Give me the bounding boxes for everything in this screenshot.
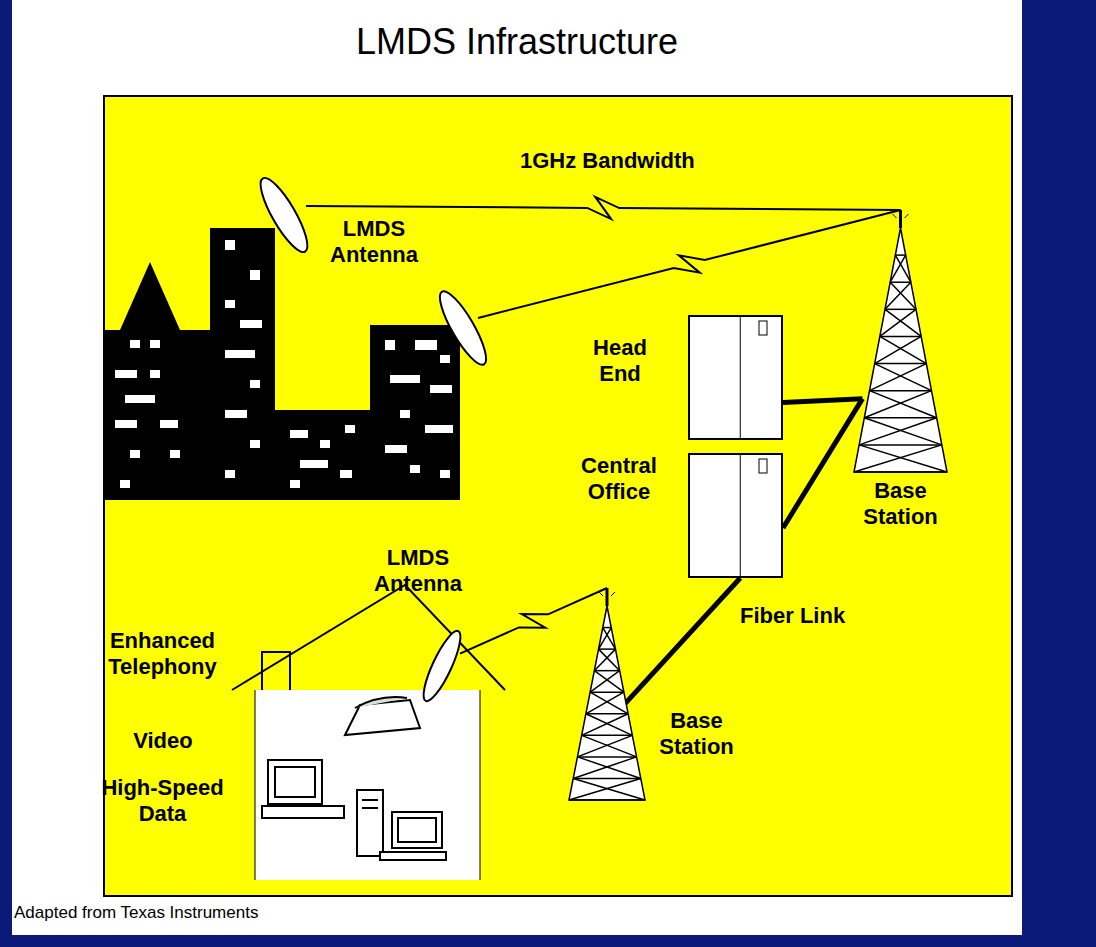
tower-lattice [569,588,645,800]
window [385,340,395,350]
window [345,425,355,433]
service-label: Video [118,728,208,754]
fiber-link [783,399,863,528]
window [130,340,140,348]
window [440,355,450,363]
window [440,470,450,478]
window [225,350,255,358]
cabinet-handle [759,321,767,335]
window [130,450,140,458]
node-label: LMDS Antenna [318,216,430,269]
house [232,585,505,880]
cabinet-body [689,316,782,439]
base-station-tower-shape [568,588,646,800]
antenna-dish [417,627,467,705]
window [115,370,137,378]
window [320,440,330,448]
wireless-link [306,197,901,219]
tower-signal-marks [599,592,615,596]
window [115,420,137,428]
window [250,380,260,388]
window [290,430,308,438]
cabinet-shape [688,453,783,578]
caption: Adapted from Texas Instruments [14,903,258,923]
antenna-dish [253,173,315,258]
window [300,460,328,468]
window [160,420,178,428]
window [290,480,300,488]
window [225,410,247,418]
base-station-tower-shape [853,210,948,472]
lmds-antenna-shape [424,625,460,707]
lmds-antenna: LMDS Antenna [424,625,460,707]
node-label: Head End [570,335,670,388]
window [415,340,437,350]
base-station-tower: Base Station [853,210,948,472]
node-label: LMDS Antenna [362,545,474,598]
wireless-link [478,210,901,318]
lmds-antenna: LMDS Antenna [262,170,306,260]
fiber-link [624,578,740,705]
diagram-title: LMDS Infrastructure [12,20,1022,63]
tower-lattice [854,210,947,472]
window [340,470,352,478]
cabinet-door [740,454,741,577]
cabinet: Central Office [688,453,783,578]
window [250,270,260,280]
window [150,370,160,378]
window [400,410,410,418]
wireless-link [460,588,607,654]
window [240,320,262,328]
computer-icons [262,760,446,860]
window [425,425,453,433]
edge-label: 1GHz Bandwidth [520,148,695,174]
node-label: Base Station [848,478,953,531]
second-antenna [432,286,493,370]
window [430,385,452,393]
window [410,465,420,473]
city-skyline [103,228,460,500]
window [250,440,260,448]
lmds-antenna-shape [262,170,306,260]
base-station-tower: Base Station [568,588,646,800]
cabinet-handle [759,459,767,473]
edge-label: Fiber Link [740,603,845,629]
service-label: Enhanced Telephony [100,628,225,681]
cabinet-shape [688,315,783,440]
window [120,480,130,488]
window [170,450,180,458]
cabinet: Head End [688,315,783,440]
cabinet-door [740,316,741,439]
node-label: Central Office [563,453,675,506]
window [390,375,420,383]
window [225,240,235,250]
node-label: Base Station [644,708,749,761]
window [385,445,407,453]
window [225,300,235,308]
window [225,470,235,478]
window [150,340,160,348]
fiber-link [783,399,863,403]
service-label: High-Speed Data [100,775,225,828]
tower-signal-marks [893,214,909,218]
building-windows [115,240,453,488]
phone-icon [345,697,420,735]
window [125,395,155,403]
cabinet-body [689,454,782,577]
